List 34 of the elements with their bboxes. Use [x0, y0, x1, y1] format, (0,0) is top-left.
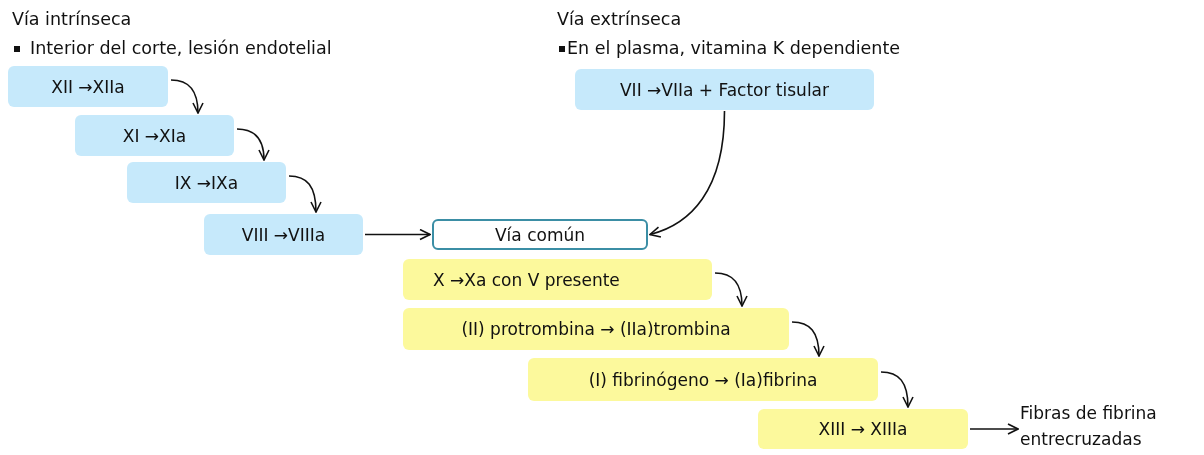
bullet-note: En el plasma, vitamina K dependiente — [557, 38, 901, 58]
arrow — [236, 128, 270, 161]
result-text: Fibras de fibrina entrecruzadas — [1020, 400, 1198, 452]
factor-box — [403, 308, 789, 350]
factor-label: X →Xa con V presente — [433, 269, 620, 290]
factor-label: XI →XIa — [122, 125, 187, 146]
factor-box — [528, 358, 878, 401]
factor-label: (I) fibrinógeno → (Ia)fibrina — [588, 369, 818, 390]
arrow — [880, 371, 914, 408]
bullet-note: Interior del corte, lesión endotelial — [12, 38, 332, 58]
arrow — [791, 321, 825, 357]
section-heading: Vía extrínseca — [557, 9, 682, 29]
factor-label: XII →XIIa — [51, 76, 125, 97]
factor-label: IX →IXa — [174, 172, 239, 193]
arrow — [364, 228, 431, 241]
arrow — [714, 272, 748, 307]
factor-label: VIII →VIIIa — [241, 224, 326, 245]
arrow — [170, 79, 204, 114]
arrow — [969, 423, 1019, 435]
factor-box — [75, 115, 234, 156]
factor-box — [8, 66, 168, 107]
factor-box — [575, 69, 874, 110]
factor-box — [758, 409, 968, 449]
arrow — [288, 175, 322, 213]
arrow — [649, 110, 726, 238]
factor-label: VII →VIIa + Factor tisular — [620, 79, 829, 100]
factor-label: (II) protrombina → (IIa)trombina — [461, 319, 731, 339]
factor-label: Vía común — [495, 224, 585, 245]
pathway-box — [432, 219, 648, 250]
factor-box — [204, 214, 363, 255]
factor-label: XIII → XIIIa — [818, 419, 908, 439]
factor-box — [403, 259, 712, 300]
section-heading: Vía intrínseca — [12, 9, 132, 29]
factor-box — [127, 162, 286, 203]
